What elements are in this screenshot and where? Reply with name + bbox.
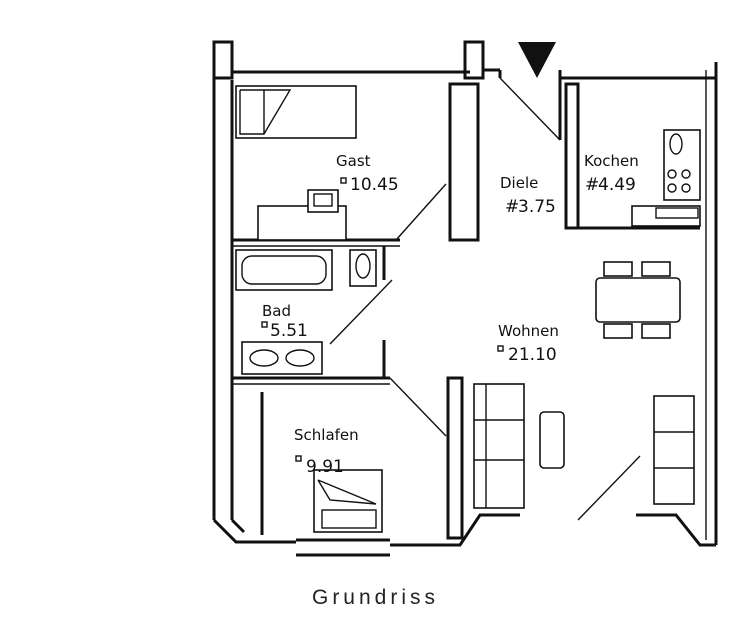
area-markers: # # bbox=[261, 175, 599, 462]
room-name-kochen: Kochen bbox=[584, 152, 639, 170]
room-name-bad: Bad bbox=[262, 302, 291, 320]
room-name-gast: Gast bbox=[336, 152, 371, 170]
room-area-gast: 10.45 bbox=[350, 175, 399, 195]
svg-text:#: # bbox=[585, 175, 599, 195]
gast-furniture bbox=[235, 85, 357, 241]
bad-fixtures bbox=[235, 249, 377, 375]
svg-text:#: # bbox=[505, 197, 519, 217]
outer-walls bbox=[212, 40, 718, 557]
room-name-diele: Diele bbox=[500, 174, 538, 192]
room-area-wohnen: 21.10 bbox=[508, 345, 557, 365]
room-area-bad: 5.51 bbox=[270, 321, 308, 341]
kochen-fixtures bbox=[631, 129, 701, 227]
schlafen-furniture bbox=[313, 469, 383, 533]
wohnen-furniture bbox=[473, 261, 695, 509]
room-name-wohnen: Wohnen bbox=[498, 322, 559, 340]
plan-caption: Grundriss bbox=[311, 586, 440, 609]
room-area-kochen: 4.49 bbox=[598, 175, 636, 195]
room-labels: Gast 10.45 Diele 3.75 Kochen 4.49 Bad 5.… bbox=[262, 152, 639, 477]
room-area-schlafen: 9.91 bbox=[306, 457, 344, 477]
doors bbox=[329, 77, 641, 521]
room-name-schlafen: Schlafen bbox=[294, 426, 359, 444]
entrance-arrow bbox=[518, 42, 556, 78]
room-area-diele: 3.75 bbox=[518, 197, 556, 217]
